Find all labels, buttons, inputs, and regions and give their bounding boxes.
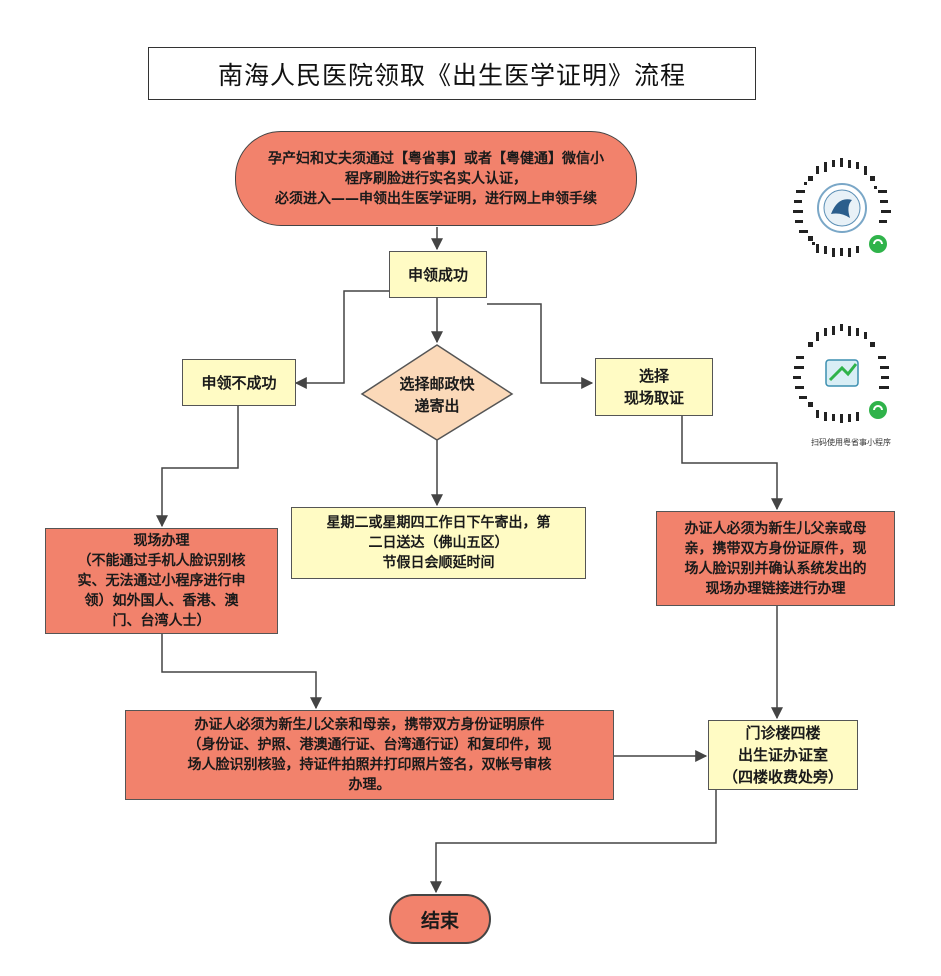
postal-decision-line-1: 选择邮政快 (399, 375, 475, 393)
agent-both-line-4: 办理。 (348, 777, 391, 793)
success-node: 申领成功 (389, 251, 487, 298)
qr-code-yueshengshi (788, 320, 896, 428)
onsite-special-line-4: 领）如外国人、香港、澳 (84, 593, 239, 609)
agent-parent-node: 办证人必须为新生儿父亲或母 亲，携带双方身份证原件，现 场人脸识别并确认系统发出… (656, 511, 895, 606)
agent-both-line-1: 办证人必须为新生儿父亲和母亲，携带双方身份证明原件 (194, 717, 545, 733)
arrow-success-to-fail (294, 290, 389, 389)
fail-node: 申领不成功 (182, 359, 296, 406)
office-node: 门诊楼四楼 出生证办证室 （四楼收费处旁） (708, 720, 858, 790)
agent-both-node: 办证人必须为新生儿父亲和母亲，携带双方身份证明原件 （身份证、护照、港澳通行证、… (125, 710, 614, 800)
postal-delivery-line-2: 二日送达（佛山五区） (368, 535, 509, 551)
postal-decision-label: 选择邮政快 递寄出 (362, 372, 512, 418)
agent-parent-line-3: 场人脸识别并确认系统发出的 (684, 560, 867, 577)
postal-decision-diamond (360, 344, 514, 441)
office-line-2: 出生证办证室 (737, 746, 828, 764)
start-node: 孕产妇和丈夫须通过【粤省事】或者【粤健通】微信小 程序刷脸进行实名实人认证， 必… (235, 131, 637, 226)
office-line-3: （四楼收费处旁） (722, 768, 843, 786)
postal-delivery-node: 星期二或星期四工作日下午寄出，第 二日送达（佛山五区） 节假日会顺延时间 (291, 507, 586, 579)
page-title: 南海人民医院领取《出生医学证明》流程 (148, 47, 756, 100)
onsite-special-line-5: 门、台湾人士） (112, 613, 211, 629)
arrow-special-to-agent-both (161, 634, 322, 710)
arrow-success-to-onsite (487, 303, 594, 389)
qr-caption: 扫码使用粤省事小程序 (811, 438, 891, 447)
onsite-special-line-1: 现场办理 (133, 533, 190, 549)
agent-parent-line-2: 亲，携带双方身份证原件，现 (684, 540, 867, 557)
start-line-3: 必须进入——申领出生医学证明，进行网上申领手续 (275, 190, 597, 207)
arrow-office-to-end (430, 790, 717, 894)
start-line-2: 程序刷脸进行实名实人认证， (345, 170, 527, 187)
start-line-1: 孕产妇和丈夫须通过【粤省事】或者【粤健通】微信小 (268, 150, 604, 167)
postal-decision-line-2: 递寄出 (414, 397, 460, 415)
onsite-choice-line-2: 现场取证 (623, 389, 684, 407)
agent-parent-line-4: 现场办理链接进行办理 (705, 580, 846, 597)
postal-delivery-line-1: 星期二或星期四工作日下午寄出，第 (326, 515, 551, 531)
onsite-special-line-3: 实、无法通过小程序进行申 (77, 573, 246, 589)
qr-code-yuejiantong (788, 154, 896, 262)
agent-both-line-2: （身份证、护照、港澳通行证、台湾通行证）和复印件，现 (187, 737, 552, 753)
onsite-special-line-2: （不能通过手机人脸识别核 (77, 553, 246, 569)
agent-both-line-3: 场人脸识别核验，持证件拍照并打印照片签名，双帐号审核 (187, 757, 552, 773)
end-node: 结束 (389, 894, 491, 944)
office-line-1: 门诊楼四楼 (745, 724, 821, 742)
onsite-choice-line-1: 选择 (638, 367, 669, 385)
onsite-special-node: 现场办理 （不能通过手机人脸识别核 实、无法通过小程序进行申 领）如外国人、香港… (45, 528, 278, 634)
postal-delivery-line-3: 节假日会顺延时间 (382, 555, 495, 571)
onsite-choice-node: 选择 现场取证 (595, 358, 713, 416)
agent-parent-line-1: 办证人必须为新生儿父亲或母 (684, 520, 867, 537)
arrow-onsite-to-agent (681, 416, 783, 511)
arrow-fail-to-special (156, 406, 239, 528)
